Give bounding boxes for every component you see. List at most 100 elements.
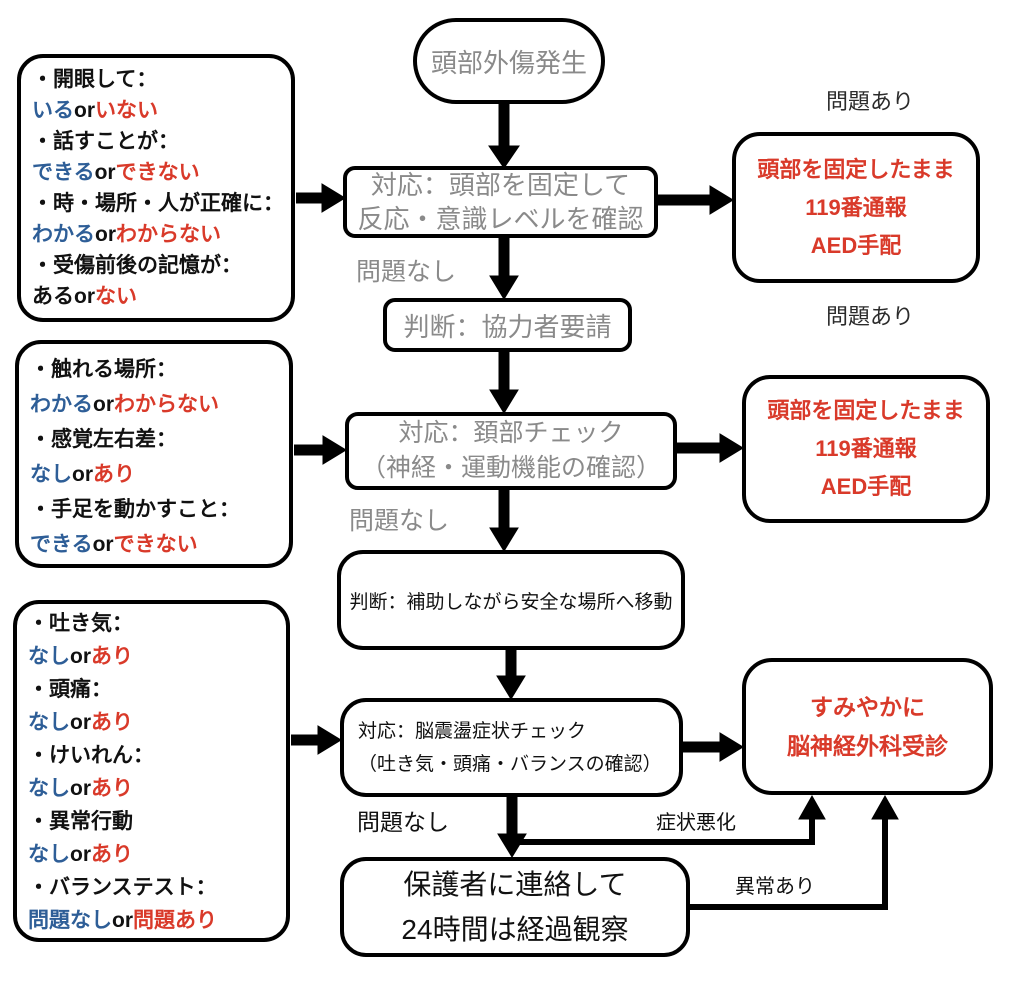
arrow-assess1-down xyxy=(489,238,519,300)
checklist-line: ・手足を動かすこと： xyxy=(30,492,289,527)
arrow-assess1-to-emergency1 xyxy=(656,185,734,215)
checklist-question: ・感覚左右差： xyxy=(30,428,177,451)
checklist-question: ・触れる場所： xyxy=(30,358,177,381)
label-problem-no-2: 問題なし xyxy=(349,507,450,535)
checklist-or: or xyxy=(72,463,93,486)
checklist-question: ・頭痛： xyxy=(28,678,112,701)
observe-line1: 保護者に連絡して xyxy=(403,869,627,900)
checklist-answer-ok: なし xyxy=(28,645,70,668)
checklist-line: ・話すことが： xyxy=(32,126,291,157)
arrow-assess2-to-emergency2 xyxy=(675,433,744,463)
arrow-abnormal-feedback xyxy=(688,794,899,910)
checklist-answer-ng: あり xyxy=(91,711,133,734)
assess3-line2: （吐き気・頭痛・バランスの確認） xyxy=(358,753,662,775)
arrow-worsening-feedback xyxy=(517,794,826,845)
box-see-neurosurgeon: すみやかに 脳神経外科受診 xyxy=(742,658,993,795)
arrow-assess3-to-hospital xyxy=(681,732,744,762)
checklist-answer-ok: わかる xyxy=(32,223,95,246)
label-problem-no-1: 問題なし xyxy=(356,258,457,286)
checklist-line: できるorできない xyxy=(30,527,289,562)
box-emergency-call-1: 頭部を固定したまま 119番通報 AED手配 xyxy=(732,132,980,283)
checklist-question: ・けいれん： xyxy=(28,744,154,767)
checklist-answer-ok: なし xyxy=(30,463,72,486)
checklist-line: ・頭痛： xyxy=(28,673,286,706)
checklist-line: あるorない xyxy=(32,281,291,312)
checklist-answer-ng: あり xyxy=(91,645,133,668)
emergency2-line3: AED手配 xyxy=(820,474,912,499)
checklist-or: or xyxy=(94,161,116,184)
checklist-line: わかるorわからない xyxy=(32,219,291,250)
checklist-question: ・バランステスト： xyxy=(28,876,217,899)
arrow-start-down xyxy=(488,104,520,169)
emergency2-line1: 頭部を固定したまま xyxy=(767,398,965,423)
checklist-question: ・話すことが： xyxy=(32,130,179,153)
checklist-line: なしorあり xyxy=(28,838,286,871)
checklist-answer-ok: できる xyxy=(32,161,95,184)
label-worsening: 症状悪化 xyxy=(656,812,736,834)
checklist-question: ・異常行動 xyxy=(28,810,133,833)
arrow-assess3-down xyxy=(497,795,527,858)
checklist-answer-ok: できる xyxy=(30,533,93,556)
checklist-answer-ok: いる xyxy=(32,99,74,122)
arrow-consciousness-to-assess1 xyxy=(296,183,346,213)
assess1-line2: 反応・意識レベルを確認 xyxy=(357,204,644,234)
label-problem-no-3: 問題なし xyxy=(357,809,449,835)
checklist-line: ・触れる場所： xyxy=(30,352,289,387)
checklist-line: なしorあり xyxy=(30,457,289,492)
checklist-answer-ok: なし xyxy=(28,843,70,866)
checklist-answer-ng: あり xyxy=(91,777,133,800)
label-problem-yes-1: 問題あり xyxy=(825,89,914,114)
checklist-line: ・時・場所・人が正確に： xyxy=(32,188,291,219)
checklist-answer-ok: なし xyxy=(28,711,70,734)
checklist-line: ・開眼して： xyxy=(32,64,291,95)
checklist-question: ・開眼して： xyxy=(32,68,158,91)
checklist-answer-ng: あり xyxy=(91,843,133,866)
checklist-answer-ng: 問題あり xyxy=(133,909,217,932)
emergency2-line2: 119番通報 xyxy=(815,436,917,461)
checklist-answer-ng: できない xyxy=(115,161,200,184)
checklist-line: なしorあり xyxy=(28,640,286,673)
assess2-line2: （神経・運動機能の確認） xyxy=(360,454,661,482)
box-observe-24h: 保護者に連絡して 24時間は経過観察 xyxy=(340,857,690,957)
checklist-or: or xyxy=(70,645,91,668)
box-decide-move-safe: 判断：補助しながら安全な場所へ移動 xyxy=(337,550,685,650)
checklist-question: ・時・場所・人が正確に： xyxy=(32,192,284,215)
checklist-line: ・吐き気： xyxy=(28,607,286,640)
box-assess-head-fix: 対応：頭部を固定して 反応・意識レベルを確認 xyxy=(343,166,658,238)
arrow-concussion-to-assess3 xyxy=(291,725,342,755)
label-abnormal: 異常あり xyxy=(735,876,815,898)
checklist-answer-ng: ない xyxy=(95,285,137,308)
assess1-line1: 対応：頭部を固定して xyxy=(370,170,631,200)
checklist-line: ・けいれん： xyxy=(28,739,286,772)
checklist-question: ・受傷前後の記憶が： xyxy=(32,254,242,277)
hospital-line1: すみやかに xyxy=(810,693,925,720)
checklist-answer-ok: なし xyxy=(28,777,70,800)
checklist-or: or xyxy=(112,909,133,932)
assess2-line1: 対応：頚部チェック xyxy=(398,419,624,447)
assess3-line1: 対応：脳震盪症状チェック xyxy=(358,720,587,742)
checklist-or: or xyxy=(92,533,114,556)
checklist-answer-ng: あり xyxy=(93,463,135,486)
checklist-answer-ng: わからない xyxy=(114,393,219,416)
checklist-answer-ng: できない xyxy=(113,533,198,556)
checklist-answer-ok: ある xyxy=(32,285,74,308)
box-assess-neck-check: 対応：頚部チェック （神経・運動機能の確認） xyxy=(345,412,677,490)
observe-line2: 24時間は経過観察 xyxy=(401,914,629,945)
emergency1-line1: 頭部を固定したまま xyxy=(757,156,955,182)
checklist-or: or xyxy=(70,777,91,800)
box-emergency-call-2: 頭部を固定したまま 119番通報 AED手配 xyxy=(742,375,990,523)
box-assess-concussion-check: 対応：脳震盪症状チェック （吐き気・頭痛・バランスの確認） xyxy=(340,698,683,797)
checklist-line: できるorできない xyxy=(32,157,291,188)
checklist-line: なしorあり xyxy=(28,772,286,805)
box-neck-checklist: ・触れる場所： わかるorわからない ・感覚左右差： なしorあり ・手足を動か… xyxy=(15,340,293,568)
checklist-or: or xyxy=(74,285,95,308)
checklist-answer-ok: 問題なし xyxy=(28,909,112,932)
checklist-line: なしorあり xyxy=(28,706,286,739)
checklist-line: ・バランステスト： xyxy=(28,871,286,904)
checklist-answer-ng: わからない xyxy=(116,223,221,246)
checklist-answer-ng: いない xyxy=(95,99,158,122)
arrow-assess2-down xyxy=(489,490,519,552)
checklist-answer-ok: わかる xyxy=(30,393,93,416)
label-problem-yes-2: 問題あり xyxy=(825,304,914,329)
